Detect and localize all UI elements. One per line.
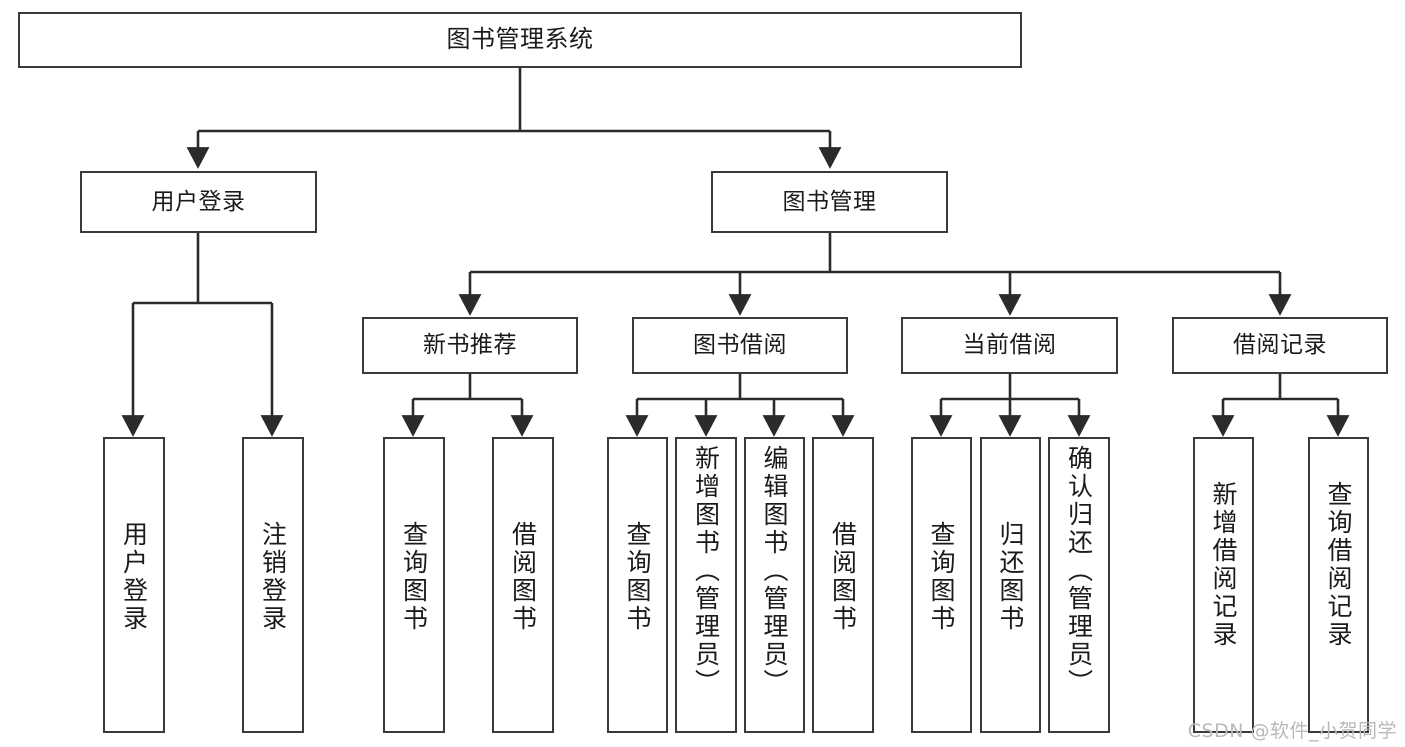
node-borrow-record-label: 借阅记录 — [1233, 332, 1327, 359]
node-leaf-query-record-label: 查询借阅记录 — [1324, 481, 1353, 649]
node-leaf-user-login[interactable]: 用户登录 — [103, 437, 165, 733]
node-leaf-logout-login-label: 注销登录 — [258, 521, 288, 633]
node-root[interactable]: 图书管理系统 — [18, 12, 1022, 68]
node-leaf-borrow-book-2[interactable]: 借阅图书 — [812, 437, 874, 733]
node-new-book-recommend[interactable]: 新书推荐 — [362, 317, 578, 374]
node-leaf-query-book-1[interactable]: 查询图书 — [383, 437, 445, 733]
node-leaf-confirm-return-label: 确认归还（管理员） — [1064, 445, 1094, 697]
node-current-borrow-label: 当前借阅 — [962, 332, 1057, 359]
node-leaf-query-book-3-label: 查询图书 — [927, 521, 956, 633]
node-leaf-edit-book-label: 编辑图书（管理员） — [760, 445, 789, 697]
node-book-manage-label: 图书管理 — [782, 188, 877, 215]
node-leaf-query-book-1-label: 查询图书 — [399, 521, 429, 633]
node-current-borrow[interactable]: 当前借阅 — [901, 317, 1118, 374]
node-book-manage[interactable]: 图书管理 — [711, 171, 948, 233]
node-new-book-recommend-label: 新书推荐 — [423, 332, 517, 359]
node-leaf-borrow-book-1[interactable]: 借阅图书 — [492, 437, 554, 733]
node-leaf-borrow-book-1-label: 借阅图书 — [508, 521, 538, 633]
node-leaf-add-record[interactable]: 新增借阅记录 — [1193, 437, 1254, 733]
node-leaf-add-record-label: 新增借阅记录 — [1209, 481, 1238, 649]
node-leaf-query-book-3[interactable]: 查询图书 — [911, 437, 972, 733]
node-book-borrow[interactable]: 图书借阅 — [632, 317, 848, 374]
node-root-label: 图书管理系统 — [446, 25, 594, 54]
node-leaf-borrow-book-2-label: 借阅图书 — [828, 521, 858, 633]
node-user-login[interactable]: 用户登录 — [80, 171, 317, 233]
node-leaf-query-book-2-label: 查询图书 — [623, 521, 652, 633]
node-leaf-return-book[interactable]: 归还图书 — [980, 437, 1041, 733]
node-leaf-add-book[interactable]: 新增图书（管理员） — [675, 437, 737, 733]
node-leaf-return-book-label: 归还图书 — [996, 521, 1025, 633]
node-leaf-confirm-return[interactable]: 确认归还（管理员） — [1048, 437, 1110, 733]
node-leaf-add-book-label: 新增图书（管理员） — [691, 445, 721, 697]
node-leaf-logout-login[interactable]: 注销登录 — [242, 437, 304, 733]
node-leaf-user-login-label: 用户登录 — [119, 521, 149, 633]
node-leaf-query-book-2[interactable]: 查询图书 — [607, 437, 668, 733]
node-leaf-query-record[interactable]: 查询借阅记录 — [1308, 437, 1369, 733]
node-borrow-record[interactable]: 借阅记录 — [1172, 317, 1388, 374]
node-book-borrow-label: 图书借阅 — [693, 332, 787, 359]
node-user-login-label: 用户登录 — [151, 188, 246, 215]
node-leaf-edit-book[interactable]: 编辑图书（管理员） — [744, 437, 805, 733]
